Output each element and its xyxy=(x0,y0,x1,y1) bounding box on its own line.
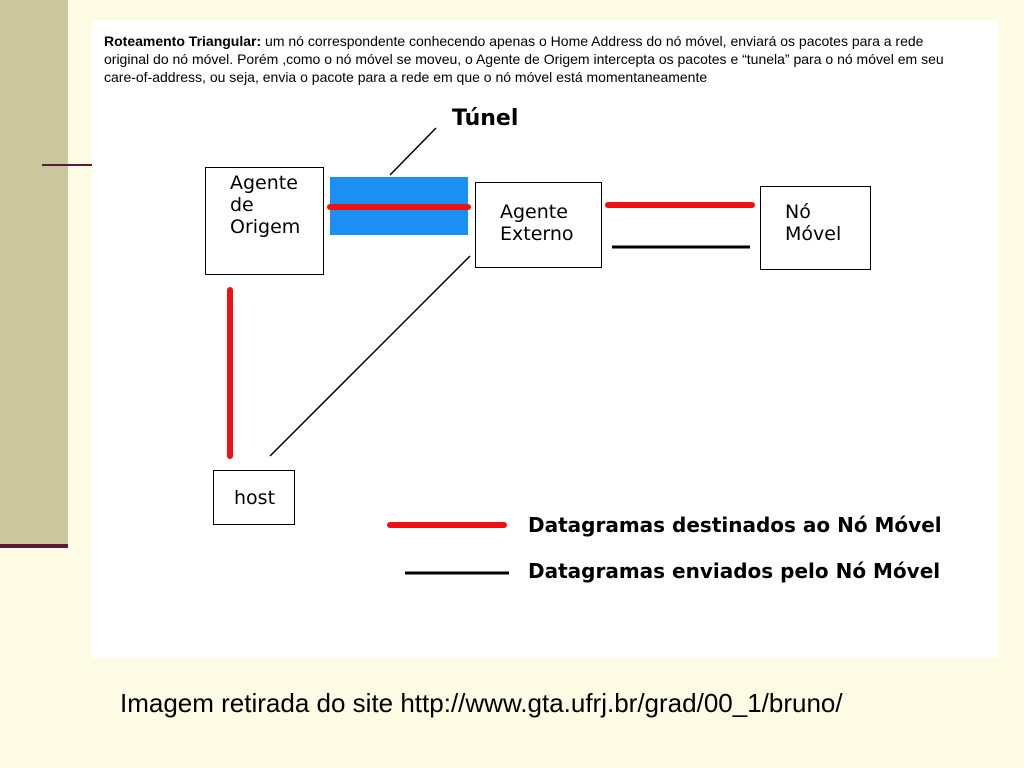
home-agent-label-line-2: de xyxy=(230,194,254,216)
foreign-agent-label-line-2: Externo xyxy=(500,223,574,245)
left-sidebar-band xyxy=(0,0,68,548)
foreign-to-host-black-line xyxy=(269,255,471,457)
host-box: host xyxy=(213,470,295,525)
diagram-figure: Roteamento Triangular: um nó corresponde… xyxy=(92,20,998,658)
description-text: Roteamento Triangular: um nó corresponde… xyxy=(104,32,972,86)
foreign-agent-label-line-1: Agente xyxy=(500,201,568,223)
legend-from-mobile-label: Datagramas enviados pelo Nó Móvel xyxy=(528,559,941,583)
tunnel-label: Túnel xyxy=(452,106,519,131)
legend-to-mobile-label: Datagramas destinados ao Nó Móvel xyxy=(528,513,942,537)
home-agent-box: Agente de Origem xyxy=(205,167,324,275)
mobile-node-label-line-1: Nó xyxy=(785,201,811,223)
description-title: Roteamento Triangular: xyxy=(104,33,262,49)
mobile-node-label-line-2: Móvel xyxy=(785,223,842,245)
tunnel-pointer-line xyxy=(389,127,437,176)
mobile-node-box: Nó Móvel xyxy=(760,186,871,270)
description-body: um nó correspondente conhecendo apenas o… xyxy=(104,33,944,85)
image-source-caption: Imagem retirada do site http://www.gta.u… xyxy=(120,688,843,718)
home-agent-label-line-1: Agente xyxy=(230,172,298,194)
diagram-lines xyxy=(227,127,755,575)
host-label: host xyxy=(234,487,276,509)
short-accent-rule xyxy=(42,164,94,166)
left-divider-rule xyxy=(0,544,68,548)
home-agent-label-line-3: Origem xyxy=(230,216,301,238)
foreign-agent-box: Agente Externo xyxy=(475,182,602,268)
